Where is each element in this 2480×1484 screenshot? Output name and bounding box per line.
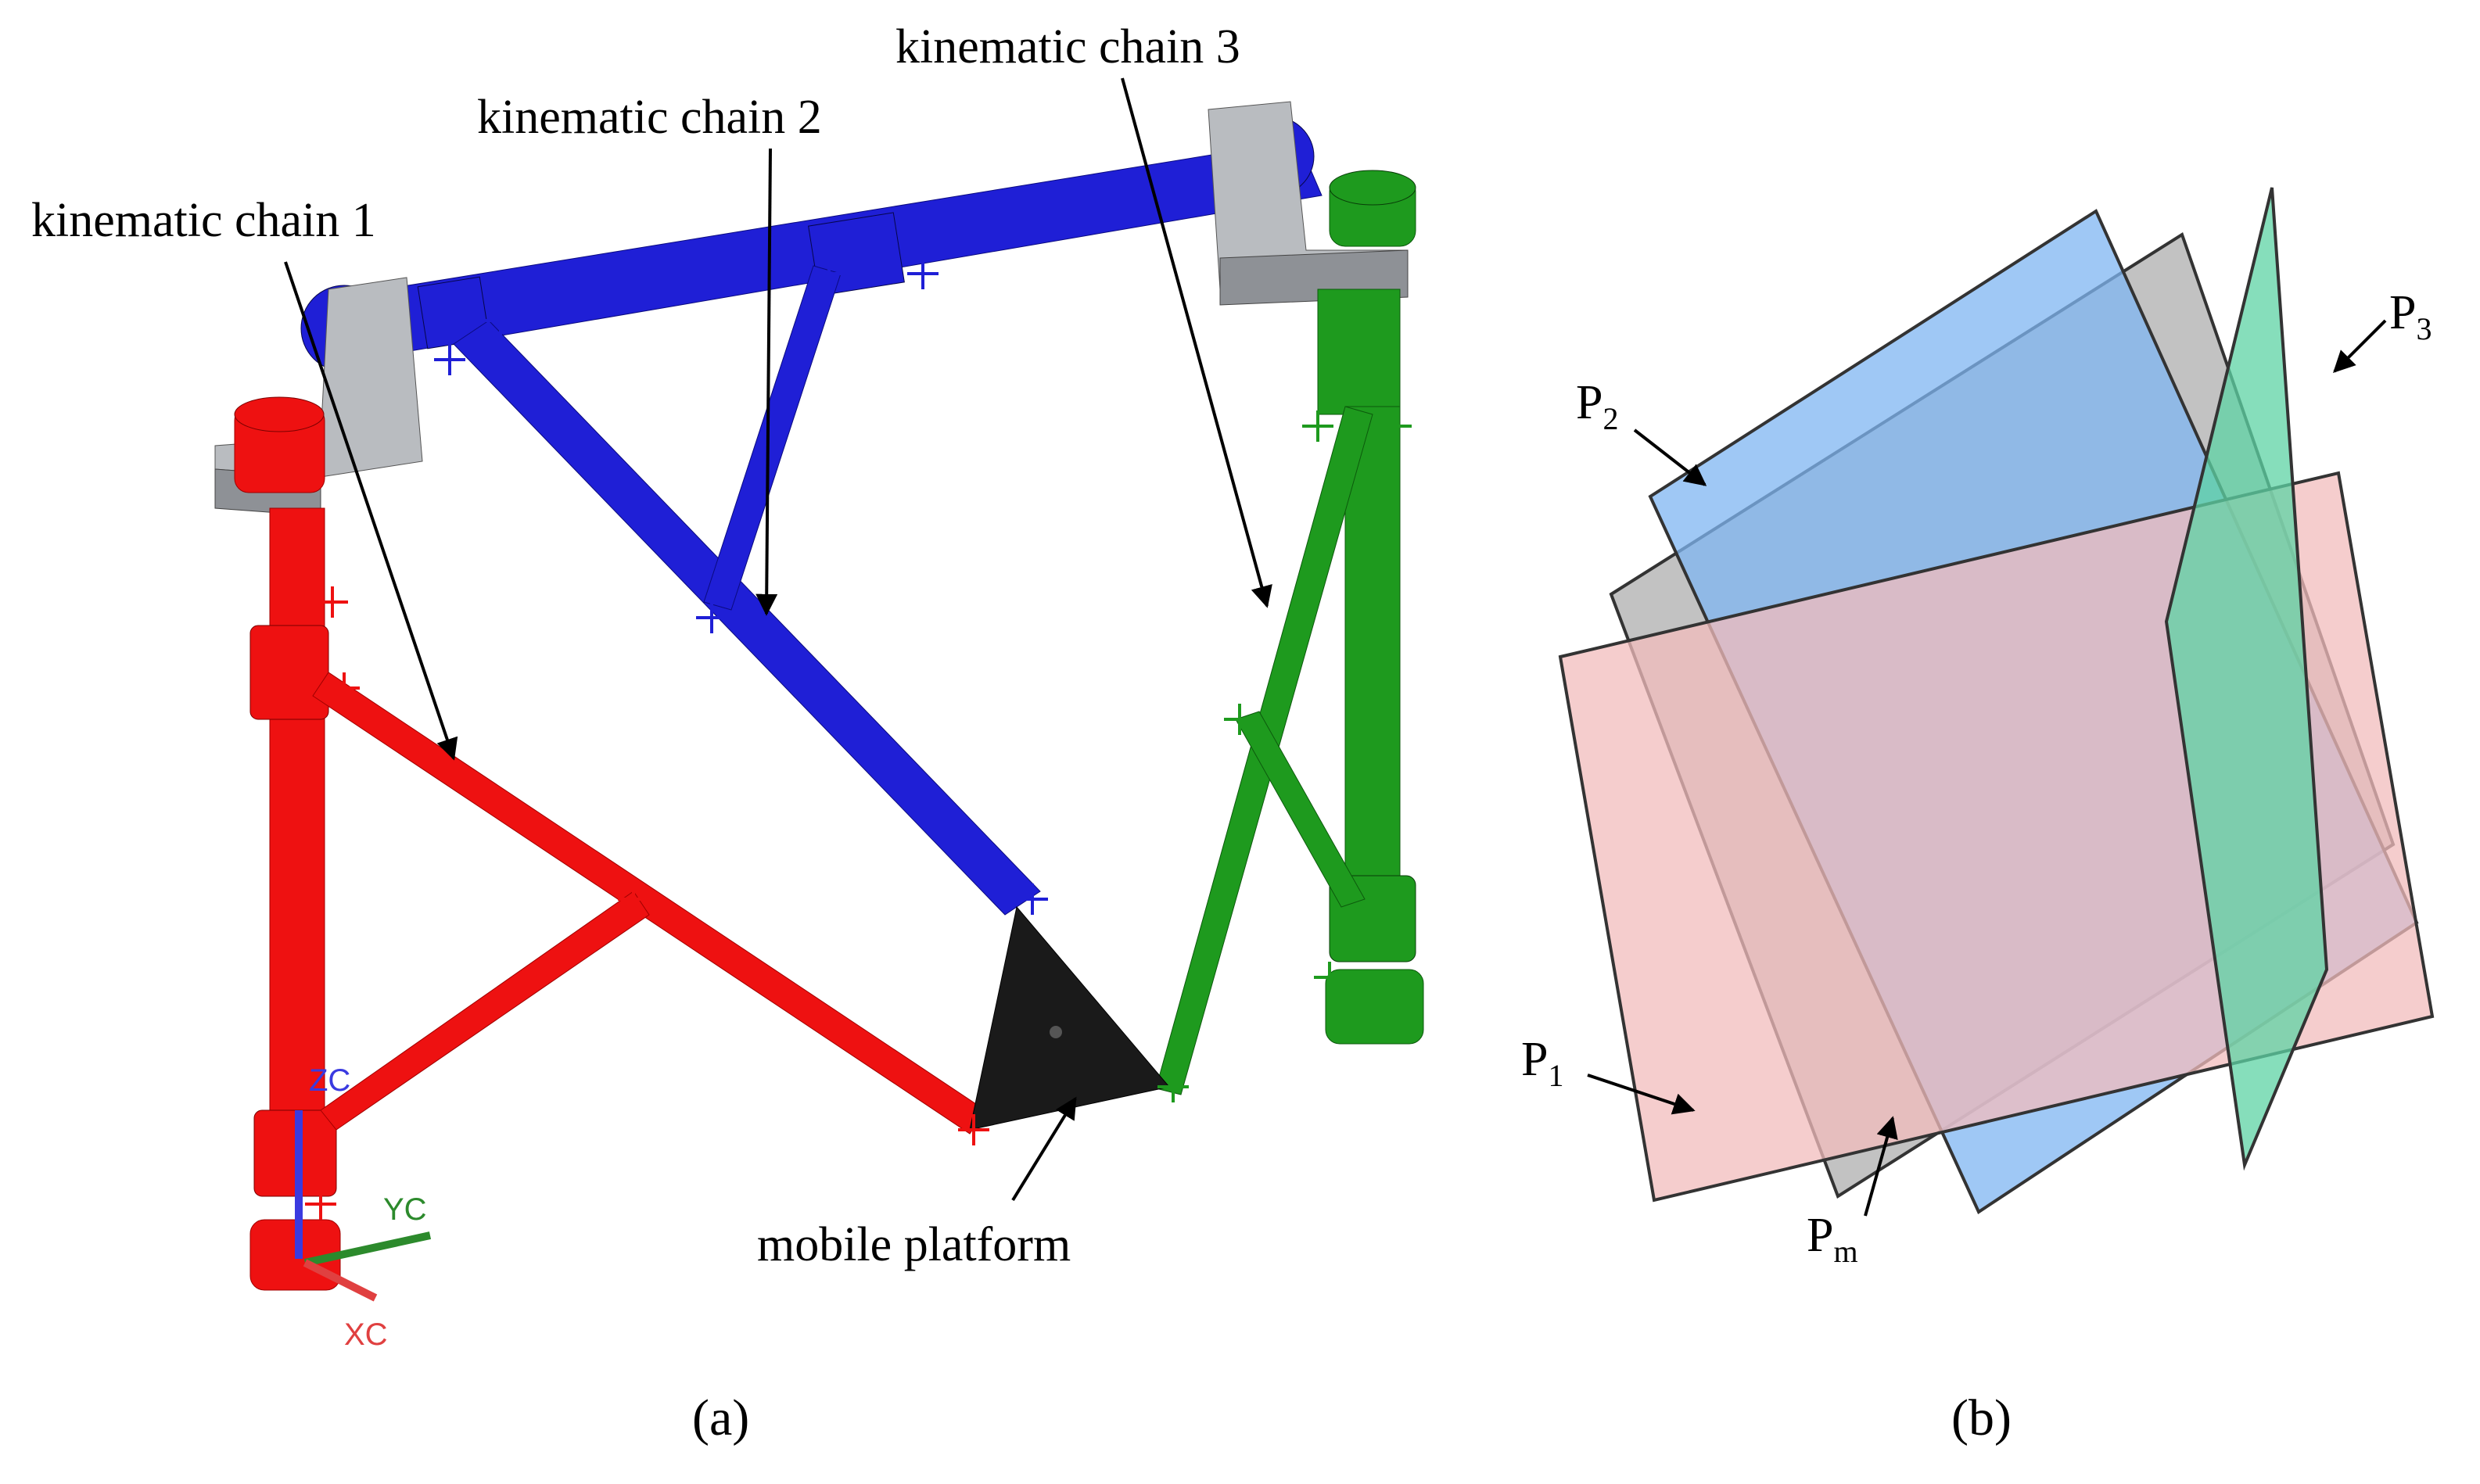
chain1-column [269, 507, 325, 1119]
chain2-short-link [703, 265, 842, 611]
joint-marker [1157, 410, 1412, 1102]
chain2-assembly [300, 115, 1323, 916]
label-kinematic-chain-1: kinematic chain 1 [31, 194, 376, 247]
chain3-short-link [1235, 711, 1366, 908]
plane-p3 [2164, 187, 2329, 1171]
y-axis-line [303, 1231, 432, 1267]
joint-marker [434, 258, 1048, 915]
chain1-lower-link [320, 891, 650, 1131]
pointer-p2 [1633, 428, 1707, 486]
axis-label-x: XC [344, 1317, 388, 1352]
platform-hole [1050, 1026, 1062, 1038]
caption-a: (a) [692, 1389, 749, 1446]
caption-b: (b) [1951, 1389, 2012, 1446]
label-p3: P3 [2389, 286, 2432, 346]
chain2-long-link [453, 320, 1041, 916]
pointer-chain-1 [284, 261, 458, 761]
chain1-cap-top [234, 396, 325, 432]
pointer-chain-3 [1121, 77, 1272, 608]
mobile-platform [969, 905, 1170, 1131]
pointer-chain-2 [755, 148, 778, 616]
pointer-platform [1011, 1096, 1077, 1202]
chain3-column [1344, 406, 1401, 876]
label-kinematic-chain-3: kinematic chain 3 [895, 20, 1240, 73]
label-p1: P1 [1521, 1033, 1563, 1093]
panel-b-labels: P2 P3 P1 Pm (b) [1521, 286, 2432, 1446]
pointer-p3 [2333, 319, 2387, 373]
coordinate-triad: ZC YC XC [295, 1063, 432, 1352]
planes-drawing [1558, 187, 2435, 1214]
mechanism-drawing: ZC YC XC [214, 101, 1424, 1352]
joint-marker [305, 586, 989, 1220]
panel-a-labels: kinematic chain 1 kinematic chain 2 kine… [31, 20, 1272, 1446]
chain1-assembly [234, 396, 986, 1291]
chain3-upper-column [1317, 289, 1401, 415]
pointer-pm [1864, 1116, 1898, 1217]
chain3-foot [1325, 969, 1424, 1045]
label-p2: P2 [1576, 376, 1618, 436]
pointer-p1 [1587, 1074, 1696, 1115]
axis-label-y: YC [383, 1192, 427, 1227]
label-mobile-platform: mobile platform [757, 1218, 1071, 1271]
axis-label-z: ZC [309, 1063, 350, 1098]
x-axis-line [303, 1259, 378, 1302]
chain1-upper-block [249, 625, 329, 720]
label-kinematic-chain-2: kinematic chain 2 [477, 91, 822, 144]
label-pm: Pm [1807, 1209, 1858, 1269]
chain3-assembly [1155, 170, 1424, 1095]
joint-markers [305, 258, 1412, 1220]
chain3-cap-top [1329, 170, 1416, 206]
